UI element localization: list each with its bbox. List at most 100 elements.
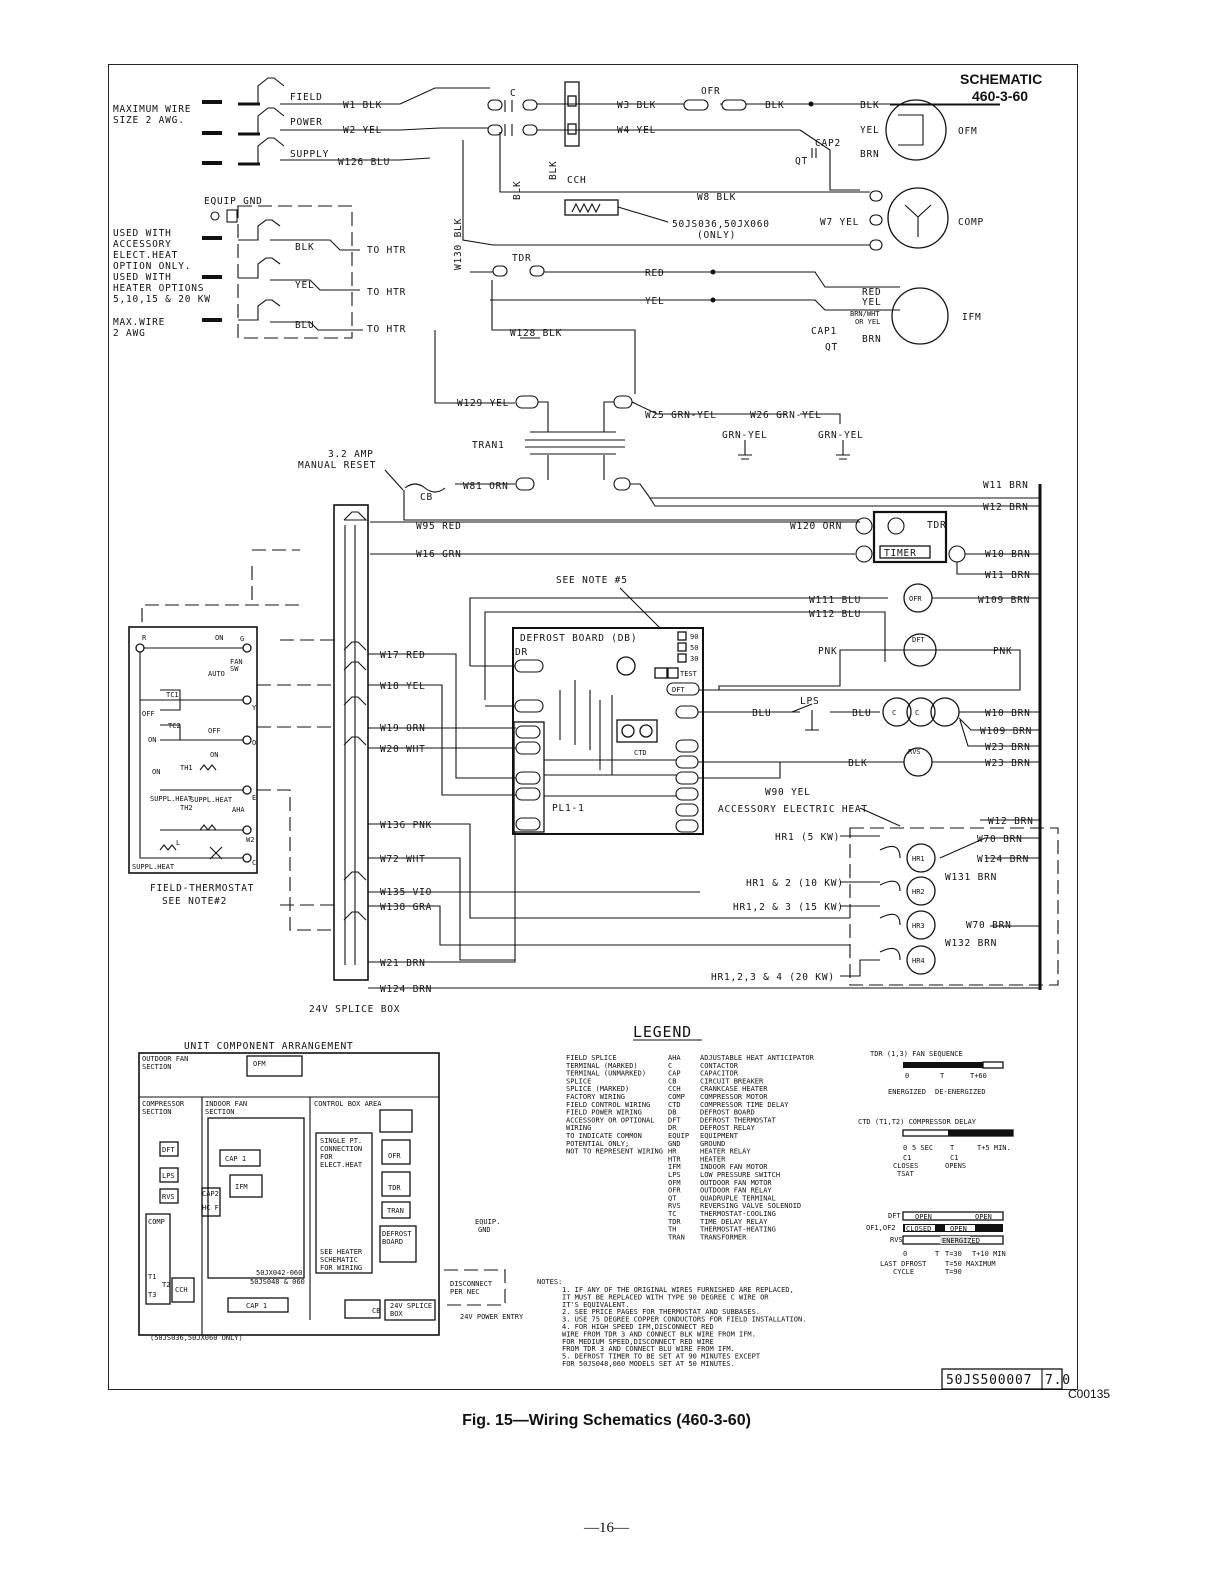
svg-text:T: T [940, 1072, 945, 1080]
svg-text:CYCLE: CYCLE [893, 1268, 914, 1276]
svg-text:ON: ON [210, 751, 218, 759]
dft-wire-pnk-1: PNK [818, 646, 838, 657]
svg-text:ON: ON [148, 736, 156, 744]
svg-text:Y: Y [252, 704, 257, 712]
heater-relays: W12 BRN W70 BRN W124 BRN W131 BRN W70 BR… [711, 816, 1059, 986]
ifm-wire-brnwht-1: BRN/WHT [850, 310, 880, 318]
svg-text:COMPRESSOR: COMPRESSOR [142, 1100, 185, 1108]
arrangement-title: UNIT COMPONENT ARRANGEMENT [184, 1041, 354, 1052]
wire-w70-b: W70 BRN [966, 920, 1012, 931]
svg-text:OFF: OFF [142, 710, 155, 718]
legend-abbr-meaning: DEFROST THERMOSTAT [700, 1116, 777, 1124]
legend-symbol-label: FACTORY WIRING [566, 1093, 625, 1101]
max-wire-label-1: MAXIMUM WIRE [113, 104, 191, 115]
note-line: FOR 50JS048,060 MODELS SET AT 50 MINUTES… [562, 1360, 735, 1368]
svg-text:SUPPL.HEAT: SUPPL.HEAT [132, 863, 175, 871]
legend-abbr-code: TC [668, 1210, 676, 1218]
rvs-wire-blk: BLK [848, 758, 868, 769]
figure-caption: Fig. 15—Wiring Schematics (460-3-60) [462, 1412, 751, 1429]
legend-abbr-code: HR [668, 1148, 677, 1156]
svg-text:T=30: T=30 [945, 1250, 962, 1258]
tdr-wire-red: RED [645, 268, 665, 279]
svg-text:CLOSES: CLOSES [893, 1162, 918, 1170]
legend-abbr-code: C [668, 1062, 672, 1070]
svg-text:C: C [892, 709, 896, 717]
svg-text:T=50 MAXIMUM: T=50 MAXIMUM [945, 1260, 996, 1268]
legend-symbol-label: ACCESSORY OR OPTIONAL [566, 1116, 655, 1124]
svg-text:TRAN: TRAN [387, 1207, 404, 1215]
cb-label: CB [420, 492, 433, 503]
cch-note-2: (ONLY) [697, 230, 736, 241]
wire-w7: W7 YEL [820, 217, 859, 228]
legend-abbr-code: CCH [668, 1085, 681, 1093]
svg-text:USED WITH: USED WITH [113, 272, 172, 283]
defrost-board-label: DEFROST BOARD (DB) [520, 633, 637, 644]
legend-abbr-code: GND [668, 1140, 681, 1148]
legend-abbr-meaning: THERMOSTAT-HEATING [700, 1226, 776, 1234]
legend-abbr-meaning: DEFROST RELAY [700, 1124, 756, 1132]
note-line: IT MUST BE REPLACED WITH TYPE 90 DEGREE … [562, 1293, 769, 1301]
svg-text:T=90: T=90 [945, 1268, 962, 1276]
htr-wire-blu: BLU [295, 320, 315, 331]
legend-abbr-code: QT [668, 1194, 677, 1202]
wire-w21: W21 BRN [380, 958, 426, 969]
ground-terminal-icon [210, 211, 220, 221]
svg-text:OPENS: OPENS [945, 1162, 966, 1170]
svg-text:CONNECTION: CONNECTION [320, 1145, 362, 1153]
dft-switch-icon [903, 633, 937, 667]
wire-w95: W95 RED [416, 521, 462, 532]
svg-text:0: 0 [903, 1250, 907, 1258]
wire-w1: W1 BLK [343, 100, 382, 111]
ofr-wire-blk: BLK [765, 100, 785, 111]
svg-text:MAX.WIRE: MAX.WIRE [113, 317, 165, 328]
legend-abbr-meaning: COMPRESSOR TIME DELAY [700, 1101, 789, 1109]
legend-symbol-label: SPLICE (MARKED) [566, 1085, 629, 1093]
legend-abbr-code: HTR [668, 1155, 681, 1163]
qt-label-2: QT [825, 342, 838, 353]
timing-charts: TDR (1,3) FAN SEQUENCE 0 T T+60 ENERGIZE… [858, 1050, 1014, 1276]
legend-abbr-meaning: INDOOR FAN MOTOR [700, 1163, 768, 1171]
svg-text:OPEN: OPEN [915, 1213, 932, 1221]
note-line: 5. DEFROST TIMER TO BE SET AT 90 MINUTES… [562, 1353, 761, 1361]
svg-text:HC F: HC F [202, 1204, 219, 1212]
svg-text:OFF: OFF [208, 727, 221, 735]
legend-abbr-meaning: COMPRESSOR MOTOR [700, 1093, 768, 1101]
svg-text:T3: T3 [148, 1291, 156, 1299]
wire-w18: W18 YEL [380, 681, 426, 692]
wire-w26: W26 GRN-YEL [750, 410, 822, 421]
note-line: FROM TDR 3 AND CONNECT BLU WIRE FROM IFM… [562, 1345, 735, 1353]
wire-w131: W131 BRN [945, 872, 997, 883]
tdr-relay-label: TDR [512, 253, 532, 264]
svg-text:C1: C1 [950, 1154, 958, 1162]
doc-number: 50JS500007 [946, 1373, 1032, 1388]
svg-text:RVS: RVS [162, 1193, 175, 1201]
svg-text:TDR (1,3) FAN SEQUENCE: TDR (1,3) FAN SEQUENCE [870, 1050, 963, 1058]
note-line: WIRE FROM TDR 3 AND CONNECT BLK WIRE FRO… [562, 1330, 756, 1338]
wire-w25: W25 GRN-YEL [645, 410, 717, 421]
legend-title: LEGEND [633, 1023, 692, 1041]
svg-text:5,10,15 & 20 KW: 5,10,15 & 20 KW [113, 294, 211, 305]
svg-text:FOR: FOR [320, 1153, 333, 1161]
svg-text:ELECT.HEAT: ELECT.HEAT [113, 250, 178, 261]
dr-label: DR [515, 647, 528, 658]
max-wire-label-2: SIZE 2 AWG. [113, 115, 185, 126]
legend-abbr-code: AHA [668, 1054, 681, 1062]
svg-text:SECTION: SECTION [142, 1063, 172, 1071]
document-id: 50JS500007 7.0 [941, 1368, 1070, 1390]
legend-abbr-meaning: CIRCUIT BREAKER [700, 1077, 764, 1085]
comp-label: COMP [958, 217, 984, 228]
transformer-section: W129 YEL TRAN1 W25 GRN-YEL W26 GRN-YEL G… [298, 330, 1040, 521]
legend-symbol-label: WIRING [566, 1124, 591, 1132]
svg-text:CB: CB [372, 1307, 380, 1315]
svg-text:OPTION ONLY.: OPTION ONLY. [113, 261, 191, 272]
svg-text:DFT: DFT [888, 1212, 901, 1220]
svg-text:CTD (T1,T2) COMPRESSOR DELAY: CTD (T1,T2) COMPRESSOR DELAY [858, 1118, 977, 1126]
wire-w109: W109 BRN [978, 595, 1030, 606]
wire-w128: W128 BLK [510, 328, 562, 339]
ofm-label: OFM [958, 126, 978, 137]
ctd-label: CTD [634, 749, 647, 757]
legend-abbr-code: EQUIP [668, 1132, 689, 1140]
legend-symbol-label: TERMINAL (UNMARKED) [566, 1070, 646, 1078]
svg-text:C1: C1 [903, 1154, 911, 1162]
cch-wire-blk: BLK [548, 160, 559, 180]
